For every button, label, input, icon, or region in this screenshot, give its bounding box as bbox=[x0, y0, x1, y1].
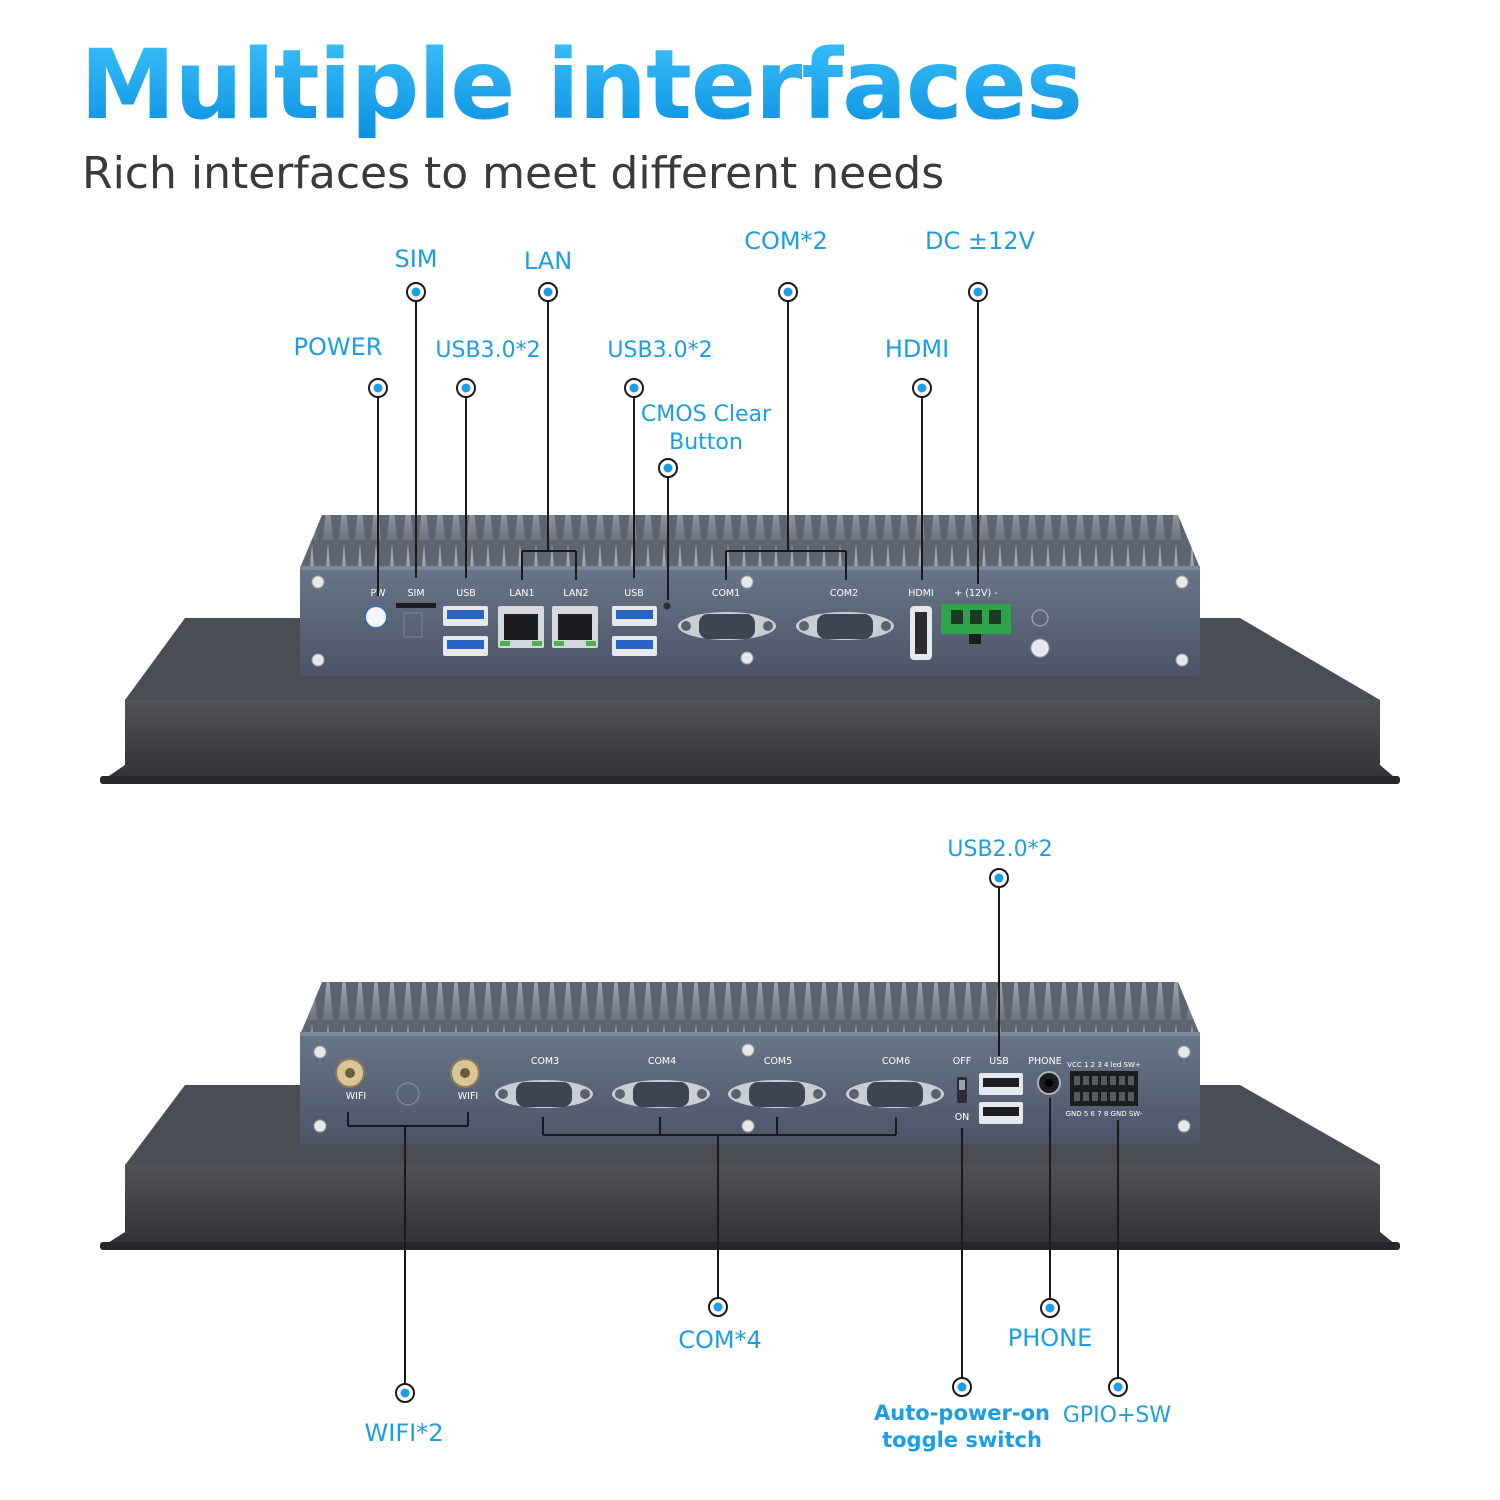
panel-label-com6: COM6 bbox=[882, 1056, 910, 1067]
top-chassis bbox=[100, 700, 1400, 782]
marker-icon bbox=[1040, 1298, 1060, 1318]
panel-label-com2: COM2 bbox=[830, 588, 858, 599]
com3-port-icon bbox=[495, 1080, 593, 1108]
screw-icon bbox=[1175, 653, 1189, 667]
power-button-icon bbox=[364, 605, 388, 629]
screw-icon bbox=[313, 1045, 327, 1059]
panel-label-gpio-top: VCC 1 2 3 4 led SW+ bbox=[1067, 1061, 1141, 1069]
panel-label-com1: COM1 bbox=[712, 588, 740, 599]
wifi-antenna-left-icon bbox=[335, 1058, 365, 1088]
callout-hdmi: HDMI bbox=[884, 335, 950, 363]
marker-icon bbox=[912, 378, 932, 398]
marker-icon bbox=[708, 1297, 728, 1317]
panel-label-lan2: LAN2 bbox=[563, 588, 588, 599]
marker-icon bbox=[395, 1383, 415, 1403]
callout-gpio: GPIO+SW bbox=[1062, 1403, 1172, 1428]
marker-icon bbox=[624, 378, 644, 398]
top-callout-markers bbox=[368, 282, 988, 478]
screw-icon bbox=[741, 1043, 755, 1057]
usb3-ports-left-icon bbox=[443, 606, 488, 656]
screw-icon bbox=[740, 651, 754, 665]
panel-label-wifi: WIFI bbox=[346, 1091, 366, 1102]
marker-icon bbox=[1108, 1377, 1128, 1397]
panel-label-hdmi: HDMI bbox=[908, 588, 933, 599]
panel-label-usb: USB bbox=[624, 588, 644, 599]
callout-wifi: WIFI*2 bbox=[364, 1419, 444, 1447]
callout-cmos-line1: CMOS Clear bbox=[640, 402, 772, 427]
bottom-chassis bbox=[100, 1165, 1400, 1248]
panel-label-gpio-bottom: GND 5 6 7 8 GND SW- bbox=[1066, 1110, 1143, 1118]
callout-cmos: CMOS Clear Button bbox=[641, 401, 771, 457]
panel-label-sim: SIM bbox=[407, 588, 424, 599]
com6-port-icon bbox=[846, 1080, 944, 1108]
bottom-callout-markers bbox=[395, 868, 1128, 1403]
panel-label-phone: PHONE bbox=[1028, 1056, 1061, 1067]
com2-port-icon bbox=[796, 612, 894, 640]
usb3-ports-right-icon bbox=[612, 606, 657, 656]
marker-icon bbox=[989, 868, 1009, 888]
marker-icon bbox=[406, 282, 426, 302]
screw-icon bbox=[1177, 1119, 1191, 1133]
marker-icon bbox=[968, 282, 988, 302]
callout-usb20: USB2.0*2 bbox=[947, 837, 1053, 862]
marker-icon bbox=[538, 282, 558, 302]
marker-icon bbox=[778, 282, 798, 302]
cmos-button-icon bbox=[663, 602, 671, 610]
top-callout-lines bbox=[377, 300, 979, 600]
marker-icon bbox=[368, 378, 388, 398]
lan-ports-icon bbox=[498, 606, 598, 648]
bottom-heatsink bbox=[300, 982, 1200, 1035]
panel-label-com5: COM5 bbox=[764, 1056, 792, 1067]
panel-label-com3: COM3 bbox=[531, 1056, 559, 1067]
marker-icon bbox=[658, 458, 678, 478]
screw-icon bbox=[740, 575, 754, 589]
screw-icon bbox=[741, 1119, 755, 1133]
marker-icon bbox=[952, 1377, 972, 1397]
wifi-antenna-right-icon bbox=[450, 1058, 480, 1088]
callout-sim: SIM bbox=[394, 245, 438, 273]
panel-label-usb: USB bbox=[989, 1056, 1009, 1067]
panel-label-off: OFF bbox=[953, 1056, 971, 1067]
callout-usb30-right: USB3.0*2 bbox=[607, 338, 713, 363]
usb2-ports-icon bbox=[979, 1073, 1023, 1124]
screw-icon bbox=[1175, 575, 1189, 589]
marker-icon bbox=[456, 378, 476, 398]
screw-icon bbox=[311, 575, 325, 589]
panel-label-dc: + (12V) - bbox=[954, 588, 997, 599]
top-heatsink bbox=[300, 515, 1200, 568]
panel-label-lan1: LAN1 bbox=[509, 588, 534, 599]
callout-phone: PHONE bbox=[1007, 1324, 1093, 1352]
bottom-device: WIFI WIFI COM3 COM4 COM5 COM6 OFF ON USB… bbox=[100, 982, 1400, 1250]
com5-port-icon bbox=[728, 1080, 826, 1108]
sim-slot-icon bbox=[396, 603, 436, 608]
bottom-callout-lines bbox=[347, 886, 1119, 1384]
panel-label-wifi: WIFI bbox=[458, 1091, 478, 1102]
screw-icon bbox=[311, 653, 325, 667]
page-title: Multiple interfaces bbox=[80, 29, 1083, 141]
ground-screw-icon bbox=[1030, 638, 1050, 658]
callout-com4: COM*4 bbox=[678, 1326, 762, 1354]
callout-cmos-line2: Button bbox=[669, 430, 743, 455]
top-device: PW SIM USB LAN1 LAN2 USB COM1 COM2 HDMI … bbox=[100, 515, 1400, 784]
callout-usb30-left: USB3.0*2 bbox=[435, 338, 541, 363]
callout-auto-power-on: Auto-power-on toggle switch bbox=[874, 1400, 1050, 1454]
callout-power: POWER bbox=[293, 333, 383, 361]
screw-icon bbox=[1177, 1045, 1191, 1059]
callout-lan: LAN bbox=[523, 247, 573, 275]
panel-label-com4: COM4 bbox=[648, 1056, 676, 1067]
com1-port-icon bbox=[678, 612, 776, 640]
panel-label-on: ON bbox=[955, 1112, 970, 1123]
page-subtitle: Rich interfaces to meet different needs bbox=[82, 148, 945, 199]
panel-label-usb: USB bbox=[456, 588, 476, 599]
callout-com2: COM*2 bbox=[744, 227, 828, 255]
callout-dc: DC ±12V bbox=[925, 227, 1035, 255]
callout-auto-line2: toggle switch bbox=[882, 1428, 1042, 1452]
com4-port-icon bbox=[612, 1080, 710, 1108]
screw-icon bbox=[313, 1119, 327, 1133]
callout-auto-line1: Auto-power-on bbox=[874, 1401, 1050, 1425]
